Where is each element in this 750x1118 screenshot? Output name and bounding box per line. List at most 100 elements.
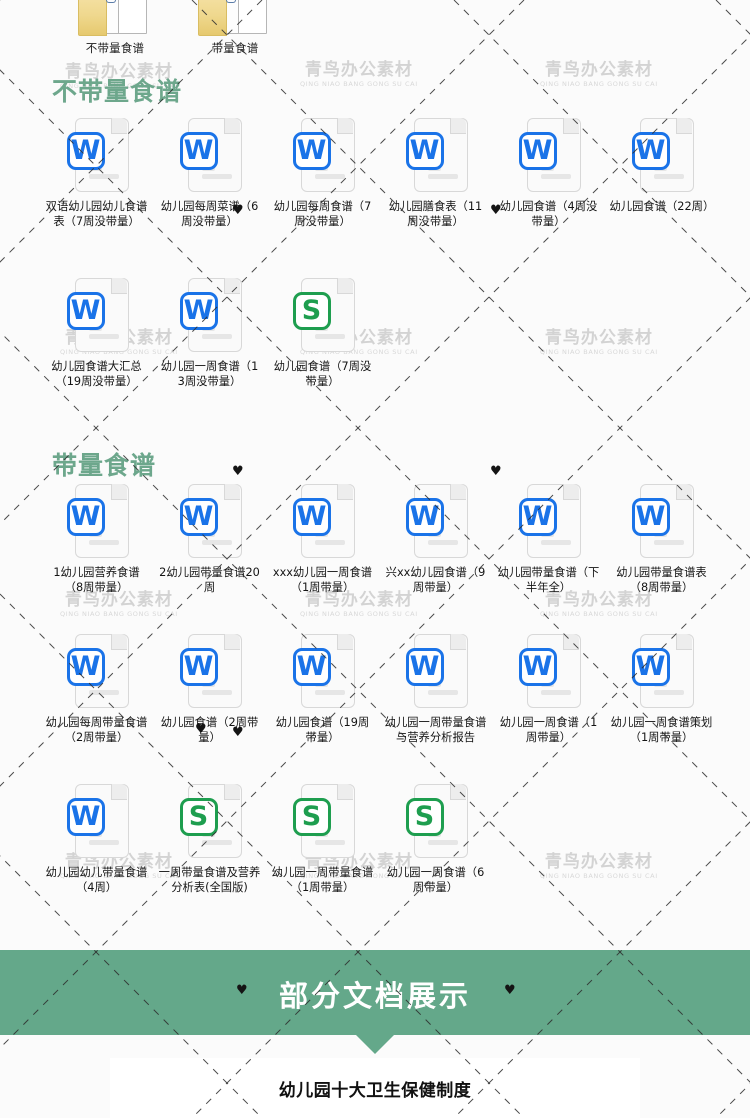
folder-row: 不带量食谱 带量食谱 bbox=[60, 0, 300, 62]
watermark-en: QING NIAO BANG GONG SU CAI bbox=[540, 79, 658, 88]
file-item[interactable]: S 幼儿园一周带量食谱（1周带量） bbox=[266, 784, 379, 934]
watermark-cn: 青鸟办公素材 bbox=[304, 60, 413, 80]
file-label: 幼儿园一周带量食谱（1周带量） bbox=[271, 866, 374, 894]
file-item[interactable]: W 幼儿园一周食谱（13周没带量） bbox=[153, 278, 266, 438]
file-label: 2幼儿园带量食谱20周 bbox=[159, 566, 260, 594]
file-item[interactable]: W 兴xx幼儿园食谱（9周带量） bbox=[379, 484, 492, 634]
file-type-glyph: W bbox=[522, 134, 553, 166]
folder-item[interactable]: 不带量食谱 bbox=[60, 0, 170, 62]
file-type-glyph: W bbox=[183, 500, 214, 532]
word-file-icon: W bbox=[292, 484, 355, 558]
file-item[interactable]: W 双语幼儿园幼儿食谱表（7周没带量） bbox=[40, 118, 153, 278]
file-type-glyph: W bbox=[183, 294, 214, 326]
banner-arrow bbox=[356, 1035, 394, 1054]
file-type-glyph: W bbox=[409, 134, 440, 166]
file-label: 兴xx幼儿园食谱（9周带量） bbox=[385, 566, 486, 594]
file-type-glyph: W bbox=[70, 800, 101, 832]
file-item[interactable]: W 1幼儿园营养食谱（8周带量） bbox=[40, 484, 153, 634]
word-file-icon: W bbox=[292, 634, 355, 708]
heart-icon: ♥ bbox=[490, 464, 502, 479]
heart-icon: ♥ bbox=[504, 983, 516, 998]
file-item[interactable]: W 幼儿园食谱（19周带量） bbox=[266, 634, 379, 784]
word-file-icon: W bbox=[179, 278, 242, 352]
file-item[interactable]: W 幼儿园膳食表（11周没带量） bbox=[379, 118, 492, 278]
file-type-glyph: S bbox=[414, 800, 435, 832]
file-item[interactable]: S 幼儿园一周食谱（6周带量） bbox=[379, 784, 492, 934]
file-item[interactable]: W 幼儿园一周带量食谱与营养分析报告 bbox=[379, 634, 492, 784]
watermark-en: QING NIAO BANG GONG SU CAI bbox=[300, 79, 418, 88]
watermark-cn: 青鸟办公素材 bbox=[544, 60, 653, 80]
word-file-icon: W bbox=[179, 118, 242, 192]
excel-file-icon: S bbox=[405, 784, 468, 858]
document-preview-title: 幼儿园十大卫生保健制度 bbox=[278, 1081, 472, 1101]
heart-icon: ♥ bbox=[236, 983, 248, 998]
file-type-glyph: W bbox=[70, 650, 101, 682]
file-item[interactable]: W 幼儿园一周食谱策划（1周带量） bbox=[605, 634, 718, 784]
file-label: 幼儿园一周带量食谱与营养分析报告 bbox=[384, 716, 487, 744]
word-file-icon: W bbox=[66, 784, 129, 858]
file-type-glyph: W bbox=[296, 500, 327, 532]
file-label: 幼儿园食谱（7周没带量） bbox=[273, 360, 372, 388]
file-type-glyph: W bbox=[522, 650, 553, 682]
file-item[interactable]: W 幼儿园幼儿带量食谱（4周） bbox=[40, 784, 153, 934]
file-item[interactable]: W 幼儿园每周菜谱（6周没带量） bbox=[153, 118, 266, 278]
file-label: 幼儿园每周食谱（7周没带量） bbox=[273, 200, 372, 228]
file-item[interactable]: W 幼儿园食谱（2周带量） bbox=[153, 634, 266, 784]
section-title-no-quantity: 不带量食谱 bbox=[52, 77, 183, 106]
folder-icon bbox=[78, 0, 152, 38]
file-type-glyph: W bbox=[70, 294, 101, 326]
file-label: 幼儿园每周菜谱（6周没带量） bbox=[160, 200, 259, 228]
word-file-icon: W bbox=[518, 118, 581, 192]
file-item[interactable]: W 幼儿园食谱（22周） bbox=[605, 118, 718, 278]
file-label: 幼儿园一周食谱（13周没带量） bbox=[160, 360, 259, 388]
file-type-glyph: W bbox=[635, 500, 666, 532]
file-item[interactable]: W 2幼儿园带量食谱20周 bbox=[153, 484, 266, 634]
file-label: 幼儿园一周食谱（6周带量） bbox=[386, 866, 485, 894]
section-banner: 部分文档展示 ♥ ♥ bbox=[0, 950, 750, 1035]
file-item[interactable]: W 幼儿园食谱（4周没带量） bbox=[492, 118, 605, 278]
file-type-glyph: W bbox=[522, 500, 553, 532]
file-item[interactable]: W 幼儿园带量食谱表（8周带量） bbox=[605, 484, 718, 634]
file-grid-no-quantity: W 双语幼儿园幼儿食谱表（7周没带量） W 幼儿园每周菜谱（6周没带量） W 幼儿园每周食… bbox=[40, 118, 718, 438]
file-label: 幼儿园食谱（19周带量） bbox=[275, 716, 370, 744]
word-file-icon: W bbox=[518, 484, 581, 558]
file-type-glyph: W bbox=[635, 650, 666, 682]
word-file-icon: W bbox=[66, 634, 129, 708]
file-label: 幼儿园幼儿带量食谱（4周） bbox=[45, 866, 148, 894]
folder-label: 不带量食谱 bbox=[85, 41, 145, 55]
file-item[interactable]: W 幼儿园每周食谱（7周没带量） bbox=[266, 118, 379, 278]
file-type-glyph: W bbox=[409, 650, 440, 682]
file-label: 幼儿园食谱（22周） bbox=[609, 200, 715, 213]
file-type-glyph: W bbox=[70, 134, 101, 166]
excel-file-icon: S bbox=[292, 784, 355, 858]
file-label: 双语幼儿园幼儿食谱表（7周没带量） bbox=[45, 200, 148, 228]
file-label: 幼儿园一周食谱（1周带量） bbox=[499, 716, 598, 744]
file-type-glyph: W bbox=[70, 500, 101, 532]
word-file-icon: W bbox=[518, 634, 581, 708]
word-file-icon: W bbox=[631, 484, 694, 558]
file-type-glyph: S bbox=[188, 800, 209, 832]
folder-item[interactable]: 带量食谱 bbox=[180, 0, 290, 62]
file-type-glyph: W bbox=[296, 134, 327, 166]
file-type-glyph: W bbox=[409, 500, 440, 532]
file-item[interactable]: W 幼儿园一周食谱（1周带量） bbox=[492, 634, 605, 784]
file-label: 幼儿园膳食表（11周没带量） bbox=[388, 200, 483, 228]
file-label: 1幼儿园营养食谱（8周带量） bbox=[53, 566, 140, 594]
file-type-glyph: W bbox=[635, 134, 666, 166]
word-file-icon: W bbox=[631, 118, 694, 192]
word-file-icon: W bbox=[179, 634, 242, 708]
file-label: 幼儿园带量食谱表（8周带量） bbox=[616, 566, 707, 594]
document-preview: 幼儿园十大卫生保健制度 bbox=[110, 1058, 640, 1118]
word-file-icon: W bbox=[292, 118, 355, 192]
file-label: 幼儿园一周食谱策划（1周带量） bbox=[610, 716, 713, 744]
section-title-with-quantity: 带量食谱 bbox=[52, 451, 157, 480]
file-label: 幼儿园食谱（4周没带量） bbox=[499, 200, 598, 228]
file-label: 幼儿园食谱（2周带量） bbox=[160, 716, 259, 744]
